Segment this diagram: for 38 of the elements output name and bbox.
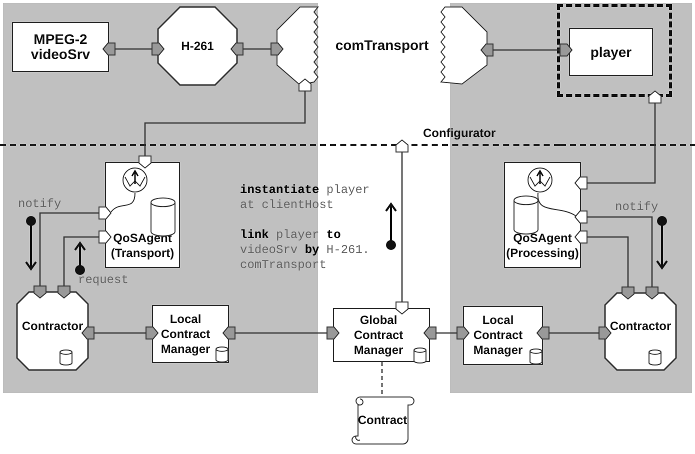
- node-label: QoSAgent (Processing): [506, 231, 579, 261]
- component-octagon: [158, 7, 237, 85]
- connector-line: [138, 78, 312, 168]
- connector-line: [222, 326, 340, 340]
- connector-line: [424, 326, 470, 340]
- connector-line: [574, 90, 662, 190]
- component-box: [12, 22, 109, 72]
- node-label: Contractor: [610, 319, 672, 334]
- connector-line: [480, 44, 572, 56]
- connector-line: [574, 230, 634, 300]
- connector-line: [574, 210, 658, 300]
- connector-line: [536, 326, 612, 340]
- node-label: comTransport: [335, 38, 429, 52]
- connector-line: [396, 140, 408, 314]
- connector-line: [230, 42, 284, 56]
- code-text: notify: [615, 200, 660, 215]
- component-box: [152, 305, 229, 363]
- node-label: Configurator: [423, 126, 496, 141]
- node-label: Contractor: [22, 318, 84, 334]
- connector-line: [102, 42, 164, 56]
- code-text: notify: [18, 197, 62, 212]
- node-label: QoSAgent (Transport): [110, 231, 176, 261]
- node-label: Local Contract Manager: [472, 313, 524, 358]
- code-text: request: [78, 273, 130, 288]
- component-box: [463, 306, 543, 365]
- dashed-container: [557, 4, 672, 97]
- node-label: MPEG-2 videoSrv: [30, 32, 92, 62]
- node-label: Local Contract Manager: [160, 312, 212, 356]
- component-box: [333, 308, 430, 362]
- connector-line: [82, 326, 158, 340]
- connector-line: [34, 206, 112, 298]
- component-box: [569, 28, 653, 76]
- configurator-band: [330, 126, 560, 146]
- node-label: player: [590, 44, 632, 60]
- connector-line: [58, 230, 112, 298]
- node-label: Global Contract Manager: [352, 312, 404, 358]
- dashed-link: [381, 362, 383, 395]
- node-label: H-261: [181, 38, 214, 54]
